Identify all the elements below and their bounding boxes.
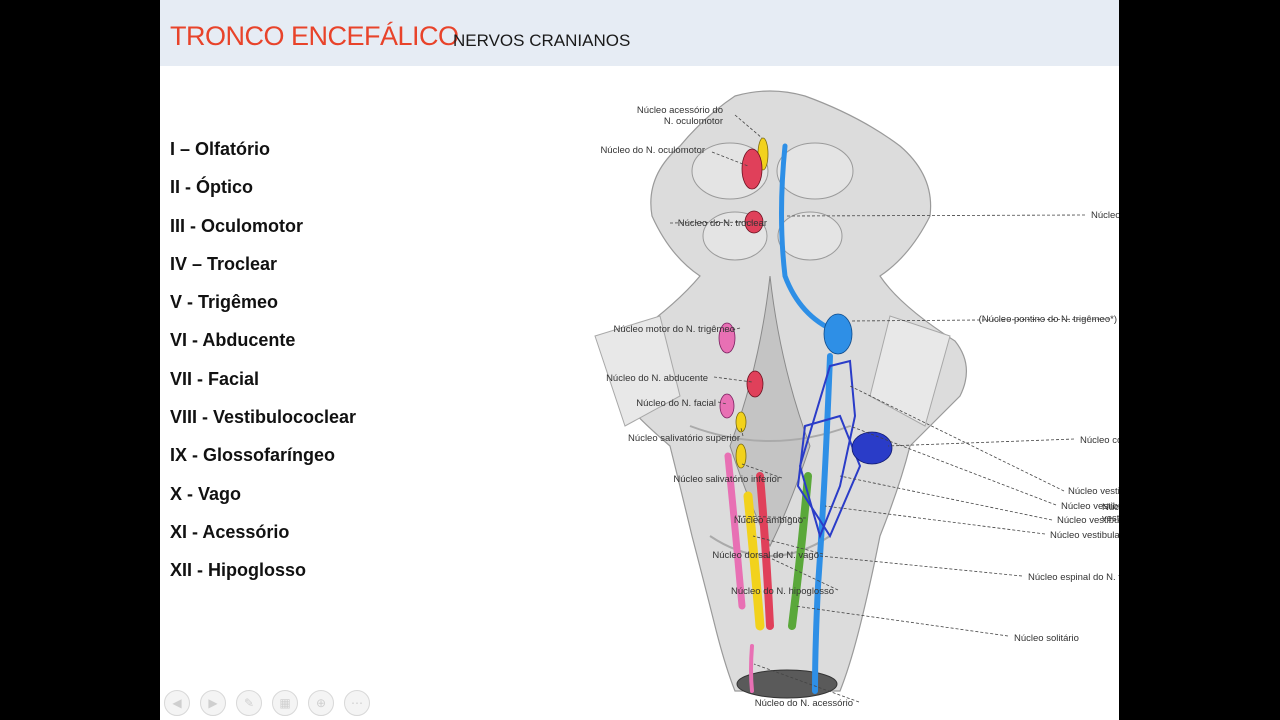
label-vestibular-group-2: vestibulares: [1102, 513, 1119, 524]
label-spinal-trigeminal: Núcleo espinal do N. trigêmeo: [1028, 572, 1119, 583]
label-mesencephalic-trigeminal: Núcleo mesencefálico do N. trigêmeo: [1091, 210, 1119, 221]
label-motor-trigeminal: Núcleo motor do N. trigêmeo: [614, 324, 735, 335]
nucleus-facial: [719, 393, 735, 419]
leader-lines: [669, 114, 1111, 703]
slide-title: TRONCO ENCEFÁLICO: [170, 21, 459, 51]
previous-icon[interactable]: ◀: [164, 690, 190, 716]
brainstem-nuclei-diagram: Núcleo acessório do N. oculomotor Núcleo…: [594, 90, 1119, 709]
list-item: IX - Glossofaríngeo: [170, 445, 336, 466]
slide: TRONCO ENCEFÁLICO NERVOS CRANIANOS I – O…: [160, 0, 1119, 720]
list-item: VIII - Vestibulococlear: [170, 407, 357, 428]
list-item: III - Oculomotor: [170, 215, 303, 236]
label-pontine-trigeminal: (Núcleo pontino do N. trigêmeo*): [979, 314, 1117, 325]
nucleus-motor-trigeminal: [718, 322, 736, 354]
brainstem-silhouette: [594, 90, 967, 699]
superior-colliculus-right: [776, 142, 854, 200]
more-icon[interactable]: ⋯: [344, 690, 370, 716]
list-item: II - Óptico: [170, 177, 253, 198]
label-oculomotor: Núcleo do N. oculomotor: [600, 145, 705, 156]
slides-icon[interactable]: ▦: [272, 690, 298, 716]
nucleus-mesencephalic-trigeminal: [779, 143, 838, 334]
label-vestibular-superior: Núcleo vestibular superior: [1068, 486, 1119, 497]
list-item: I – Olfatório: [170, 139, 271, 159]
label-ambiguus: Núcleo ambíguo: [734, 515, 803, 526]
nucleus-cochlear-posterior: [851, 431, 893, 465]
list-item: VII - Facial: [170, 368, 260, 389]
next-icon[interactable]: ▶: [200, 690, 226, 716]
label-facial: Núcleo do N. facial: [636, 398, 716, 409]
list-item: IV – Troclear: [170, 253, 278, 274]
list-item: VI - Abducente: [170, 330, 296, 351]
list-item: X - Vago: [170, 483, 242, 504]
label-solitary: Núcleo solitário: [1014, 633, 1079, 644]
cranial-nerve-list: I – Olfatório II - Óptico III - Oculomot…: [170, 139, 356, 599]
peduncle-left: [594, 315, 681, 427]
label-hypoglossal: Núcleo do N. hipoglosso: [731, 586, 834, 597]
right-labels: Núcleo mesencefálico do N. trigêmeo (Núc…: [979, 210, 1119, 644]
label-abducens: Núcleo do N. abducente: [606, 373, 708, 384]
label-trochlear: Núcleo do N. troclear: [678, 218, 767, 229]
list-item: XI - Acessório: [170, 521, 290, 542]
label-accessory: Núcleo do N. acessório: [755, 698, 853, 709]
label-vestibular-lateral: Núcleo vestibular lateral: [1061, 501, 1119, 512]
nucleus-oculomotor: [741, 148, 763, 190]
label-cochlear-posterior: Núcleo coclear posterior: [1080, 435, 1119, 446]
list-item: XII - Hipoglosso: [170, 560, 307, 581]
label-accessory-oculomotor-2: N. oculomotor: [664, 116, 723, 127]
nucleus-spinal-trigeminal: [812, 353, 833, 694]
medullary-striae: [689, 425, 851, 442]
zoom-icon[interactable]: ⊕: [308, 690, 334, 716]
nucleus-salivatory-superior: [735, 411, 747, 433]
label-vestibular-medial: Núcleo vestibular medial: [1050, 530, 1119, 541]
nucleus-salivatory-inferior: [735, 443, 747, 469]
label-salivatory-inferior: Núcleo salivatório inferior: [673, 474, 780, 485]
inferior-colliculus-right: [777, 211, 843, 261]
label-vestibular-inferior: Núcleo vestibular inferior: [1057, 515, 1119, 526]
label-accessory-oculomotor-1: Núcleo acessório do: [637, 105, 723, 116]
slide-subtitle: NERVOS CRANIANOS: [453, 31, 631, 50]
nucleus-dorsal-vagus: [743, 491, 765, 631]
nucleus-hypoglossal: [756, 472, 774, 630]
nuclei-vestibular-2: [796, 414, 862, 539]
label-salivatory-superior: Núcleo salivatório superior: [628, 433, 740, 444]
slide-header: TRONCO ENCEFÁLICO NERVOS CRANIANOS: [160, 0, 1119, 66]
nucleus-ambiguus: [724, 452, 746, 610]
nucleus-abducens: [746, 370, 764, 398]
pen-icon[interactable]: ✎: [236, 690, 262, 716]
nucleus-pontine-trigeminal: [823, 313, 853, 355]
label-dorsal-vagus: Núcleo dorsal do N. vago: [712, 550, 819, 561]
nucleus-accessory: [749, 644, 754, 693]
left-labels: Núcleo acessório do N. oculomotor Núcleo…: [600, 105, 853, 709]
list-item: V - Trigêmeo: [170, 292, 279, 313]
